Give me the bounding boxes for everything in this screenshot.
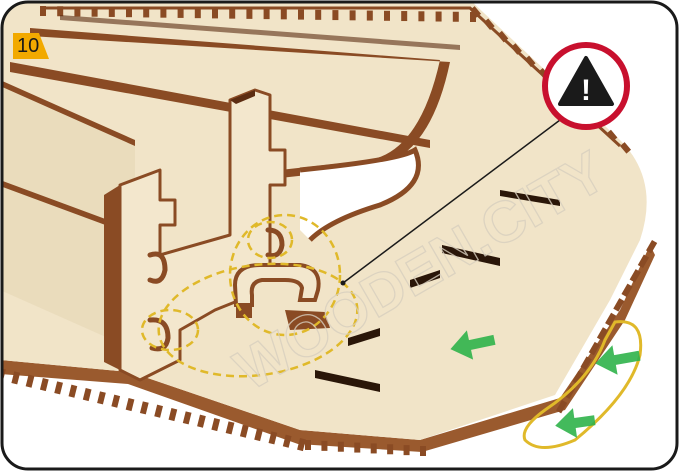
finger-joint-tooth bbox=[178, 8, 184, 18]
finger-joint-tooth bbox=[420, 446, 426, 456]
finger-joint-tooth bbox=[332, 10, 338, 20]
svg-text:!: ! bbox=[581, 74, 591, 107]
finger-joint-tooth bbox=[315, 10, 321, 20]
finger-joint-tooth bbox=[367, 11, 373, 21]
finger-joint-tooth bbox=[453, 12, 459, 22]
finger-joint-tooth bbox=[229, 9, 235, 19]
finger-joint-tooth bbox=[74, 6, 80, 16]
finger-joint-tooth bbox=[160, 8, 166, 18]
finger-joint-tooth bbox=[109, 7, 115, 17]
finger-joint-tooth bbox=[305, 440, 311, 450]
finger-joint-tooth bbox=[418, 11, 424, 21]
finger-joint-tooth bbox=[387, 444, 393, 454]
finger-joint-tooth bbox=[281, 9, 287, 19]
finger-joint-tooth bbox=[195, 8, 201, 18]
finger-joint-tooth bbox=[298, 10, 304, 20]
finger-joint-tooth bbox=[404, 445, 410, 455]
finger-joint-tooth bbox=[354, 443, 360, 453]
finger-joint-tooth bbox=[246, 9, 252, 19]
finger-joint-tooth bbox=[126, 7, 132, 17]
finger-joint-tooth bbox=[401, 11, 407, 21]
finger-joint-tooth bbox=[92, 7, 98, 17]
finger-joint-tooth bbox=[57, 6, 63, 16]
finger-joint-tooth bbox=[40, 6, 46, 16]
finger-joint-tooth bbox=[264, 9, 270, 19]
finger-joint-tooth bbox=[350, 10, 356, 20]
finger-joint-tooth bbox=[338, 442, 344, 452]
finger-joint-tooth bbox=[371, 443, 377, 453]
warning-icon: ! bbox=[545, 45, 627, 127]
finger-joint-tooth bbox=[321, 441, 327, 451]
finger-joint-tooth bbox=[436, 12, 442, 22]
finger-joint-tooth bbox=[384, 11, 390, 21]
finger-joint-tooth bbox=[212, 8, 218, 18]
finger-joint-tooth bbox=[143, 7, 149, 17]
